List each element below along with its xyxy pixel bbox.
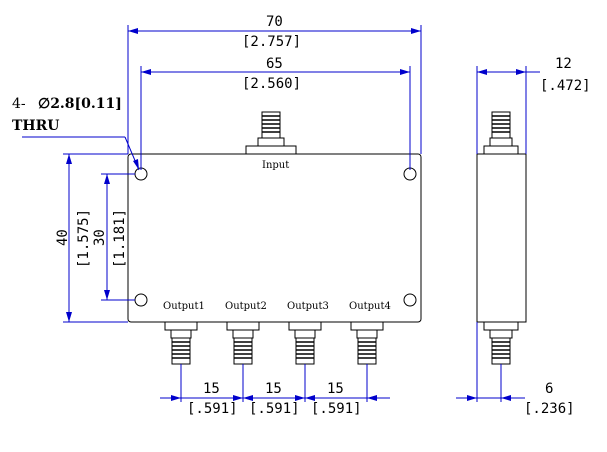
side-body bbox=[476, 153, 527, 323]
dim-side-offset bbox=[456, 322, 525, 402]
dim-overall-width bbox=[127, 25, 422, 154]
output4-label: Output4 bbox=[349, 301, 391, 312]
dim-70-inch: [2.757] bbox=[242, 34, 301, 50]
dim-30-mm: 30 bbox=[92, 229, 108, 246]
output2-connector-icon bbox=[226, 321, 260, 365]
hole-note-leader bbox=[22, 136, 140, 171]
dim-pitch3-inch: [.591] bbox=[311, 401, 362, 417]
dim-65-inch: [2.560] bbox=[242, 76, 301, 92]
output1-label: Output1 bbox=[163, 301, 205, 312]
dim-pitch3-mm: 15 bbox=[327, 381, 344, 397]
dim-65-mm: 65 bbox=[266, 56, 283, 72]
dim-40-mm: 40 bbox=[55, 229, 71, 246]
dim-6-mm: 6 bbox=[545, 381, 553, 397]
mount-hole-bottom-right bbox=[403, 293, 417, 307]
dim-40-inch: [1.575] bbox=[76, 209, 92, 268]
hole-note-prefix: 4- bbox=[12, 96, 26, 112]
dim-30-inch: [1.181] bbox=[112, 209, 128, 268]
dim-output-pitch bbox=[160, 364, 390, 402]
input-label: Input bbox=[262, 160, 289, 171]
side-bottom-connector-icon bbox=[483, 321, 519, 365]
dim-12-mm: 12 bbox=[555, 56, 572, 72]
dim-overall-height bbox=[63, 153, 128, 323]
output1-connector-icon bbox=[164, 321, 198, 365]
output2-label: Output2 bbox=[225, 301, 267, 312]
dim-70-mm: 70 bbox=[266, 14, 283, 30]
input-connector-icon bbox=[245, 111, 297, 155]
dim-hole-spacing-height bbox=[101, 173, 135, 301]
front-body bbox=[127, 153, 422, 323]
dim-12-inch: [.472] bbox=[540, 78, 591, 94]
hole-note-thru: THRU bbox=[12, 118, 60, 134]
dim-side-thickness bbox=[476, 66, 540, 154]
dim-hole-spacing-width bbox=[140, 66, 411, 170]
side-top-connector-icon bbox=[483, 111, 519, 155]
dim-pitch1-inch: [.591] bbox=[187, 401, 238, 417]
output3-label: Output3 bbox=[287, 301, 329, 312]
output4-connector-icon bbox=[350, 321, 384, 365]
dim-pitch1-mm: 15 bbox=[203, 381, 220, 397]
dim-pitch2-mm: 15 bbox=[265, 381, 282, 397]
hole-note-size: ∅2.8[0.11] bbox=[38, 96, 122, 112]
dim-6-inch: [.236] bbox=[524, 401, 575, 417]
output3-connector-icon bbox=[288, 321, 322, 365]
dim-pitch2-inch: [.591] bbox=[249, 401, 300, 417]
